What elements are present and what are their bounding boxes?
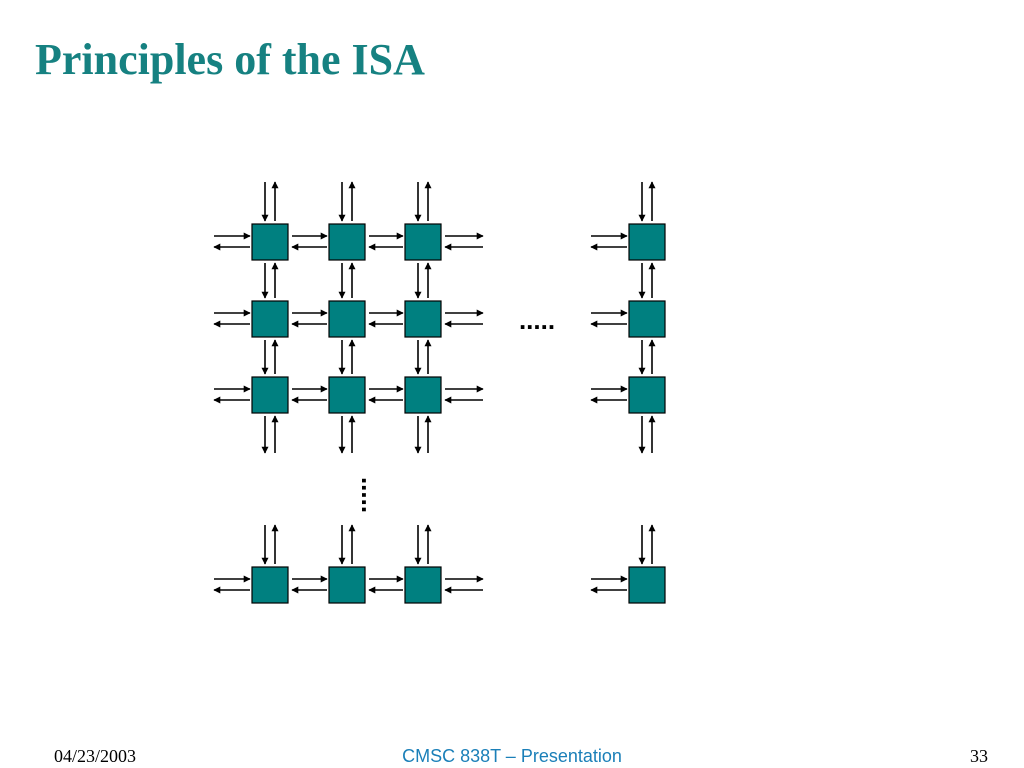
processor-node-row-1-col-3	[404, 223, 442, 261]
processor-node-row-2-col-2	[328, 300, 366, 338]
footer-date: 04/23/2003	[54, 746, 137, 766]
processor-node-row-3-col-3	[404, 376, 442, 414]
processor-node-row-last-col-last	[628, 566, 666, 604]
processor-node-row-3-col-2	[328, 376, 366, 414]
processor-node-row-last-col-2	[328, 566, 366, 604]
vertical-ellipsis: .....	[356, 477, 386, 513]
processor-node-row-3-col-1	[251, 376, 289, 414]
processor-node-row-1-col-2	[328, 223, 366, 261]
processor-node-row-2-col-1	[251, 300, 289, 338]
footer-presentation-title: CMSC 838T – Presentation	[402, 746, 622, 766]
footer-page-number: 33	[970, 746, 988, 766]
horizontal-ellipsis: .....	[519, 305, 555, 335]
processor-node-row-1-col-1	[251, 223, 289, 261]
processor-node-row-2-col-last	[628, 300, 666, 338]
processor-node-row-1-col-last	[628, 223, 666, 261]
slide-title: Principles of the ISA	[35, 35, 425, 84]
processor-node-row-3-col-last	[628, 376, 666, 414]
processor-node-row-2-col-3	[404, 300, 442, 338]
processor-node-row-last-col-3	[404, 566, 442, 604]
processor-node-row-last-col-1	[251, 566, 289, 604]
